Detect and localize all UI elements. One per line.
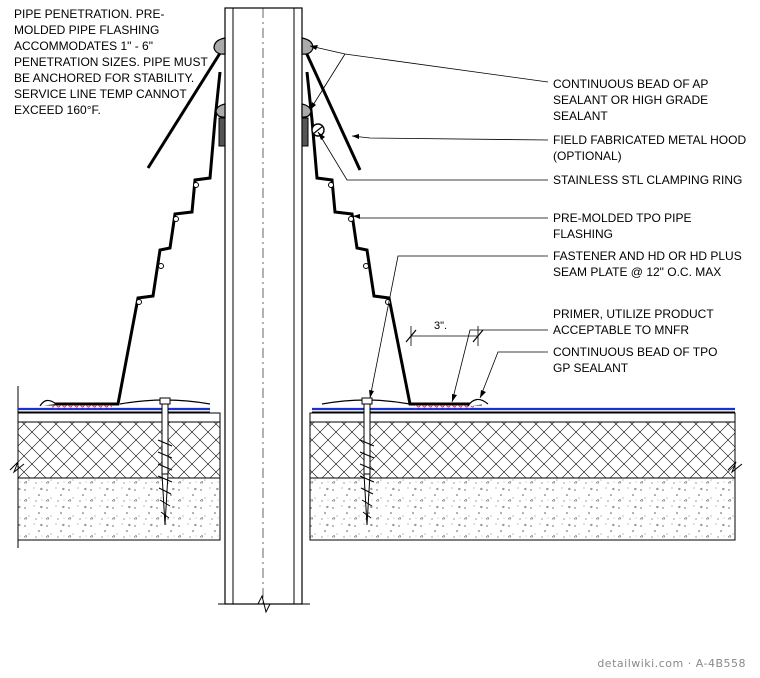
- fastener-right: [321, 397, 411, 526]
- clamping-ring: [218, 117, 325, 147]
- tpo-flashing-left: [39, 71, 222, 409]
- callout-tpo-flashing: PRE-MOLDED TPO PIPE FLASHING: [553, 211, 692, 241]
- leader-arrowheads: [310, 45, 486, 402]
- callout-clamping-ring: STAINLESS STL CLAMPING RING: [553, 173, 743, 187]
- metal-hood: [146, 49, 362, 171]
- dimension-3in: [405, 326, 484, 346]
- watermark: detailwiki.com · A-4B558: [597, 657, 746, 670]
- pipe-penetration-note: PIPE PENETRATION. PRE- MOLDED PIPE FLASH…: [14, 7, 208, 117]
- tpo-flashing-right: [305, 71, 489, 409]
- callout-metal-hood: FIELD FABRICATED METAL HOOD (OPTIONAL): [553, 133, 747, 163]
- callout-sealant-bead: CONTINUOUS BEAD OF AP SEALANT OR HIGH GR…: [553, 77, 709, 123]
- roof-assembly-left: [9, 386, 221, 548]
- leader-lines: [309, 45, 549, 403]
- pipe: [218, 7, 310, 614]
- callout-primer: PRIMER, UTILIZE PRODUCT ACCEPTABLE TO MN…: [553, 307, 714, 337]
- callout-fastener: FASTENER AND HD OR HD PLUS SEAM PLATE @ …: [553, 249, 742, 279]
- dimension-label: 3".: [434, 320, 448, 332]
- fastener-left: [119, 397, 211, 526]
- callout-tpo-sealant: CONTINUOUS BEAD OF TPO GP SEALANT: [553, 345, 718, 375]
- ap-sealant-beads: [213, 37, 314, 118]
- roof-assembly-right: [309, 407, 743, 541]
